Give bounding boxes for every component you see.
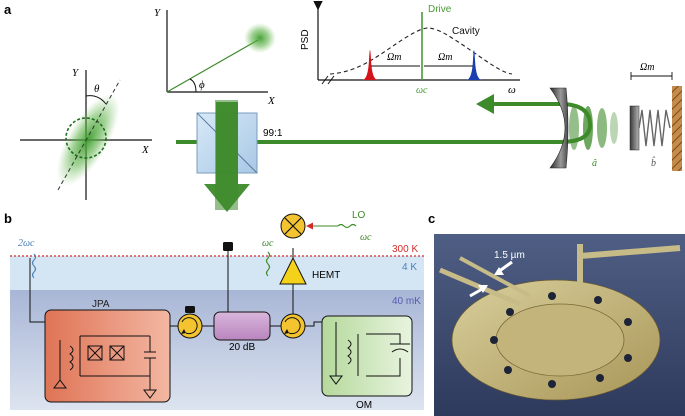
signal-wave: [265, 251, 271, 277]
cavity-lineshape: [329, 27, 513, 75]
drive-label: Drive: [428, 4, 452, 15]
omega-c-label: ωc: [416, 85, 428, 96]
mech-mode-label: b̂: [651, 156, 656, 169]
omega-label: ω: [508, 84, 516, 96]
stage-40mk-label: 40 mK: [392, 296, 421, 307]
device-micrograph: 1.5 µm: [434, 234, 685, 416]
attenuator-label: 20 dB: [229, 342, 255, 353]
lo-wave: [337, 223, 357, 229]
circulator-2: [280, 313, 306, 339]
stage-4k-band: [10, 256, 424, 290]
output-arrow: [204, 102, 250, 212]
lo-label: LO: [352, 210, 366, 221]
om-label: OM: [356, 400, 372, 411]
pump-label: 2ωc: [18, 238, 35, 249]
frame-x-label: X: [267, 95, 276, 107]
phi-arc: [189, 78, 197, 93]
om-inductor: [347, 339, 352, 365]
phase-vector: [166, 39, 259, 93]
hemt-amplifier: HEMT: [279, 256, 340, 285]
mixer: LO ωc: [280, 210, 372, 243]
cavity-field-lobe: [583, 106, 593, 150]
frame-y-label: Y: [154, 7, 162, 19]
fixed-wall: [672, 86, 682, 171]
feedline-port: [223, 242, 233, 251]
splitter-ratio-label: 99:1: [263, 128, 283, 139]
cavity-field-lobe: [569, 106, 579, 150]
om-block: OM: [321, 315, 413, 411]
scale-label: 1.5 µm: [494, 250, 525, 261]
axis-break: [321, 75, 335, 85]
panel-label-c: c: [428, 211, 435, 226]
cavity-mode-label: â: [592, 158, 597, 169]
coherent-state-blob: [244, 23, 276, 53]
cavity-field-lobe: [610, 112, 618, 144]
cavity-label: Cavity: [452, 26, 480, 37]
vacuum-state-circle: [65, 117, 107, 159]
omega-m-right-label: Ωm: [438, 52, 452, 63]
jpa-inductor: [69, 345, 74, 371]
terminator-1: [185, 306, 195, 313]
om-capacitor: [390, 343, 410, 353]
blue-sideband-peak: [466, 50, 482, 80]
pump-wave: [31, 253, 37, 279]
mech-freq-label: Ωm: [640, 62, 654, 73]
attenuator-block: 20 dB: [213, 311, 271, 353]
squeeze-axis-line: [57, 79, 121, 191]
phase-y-label: Y: [72, 67, 80, 79]
phase-space-plot: θ Y X: [20, 67, 152, 200]
signal-freq-label: ωc: [262, 238, 274, 249]
beam-arrowhead: [476, 94, 494, 114]
inner-plate: [495, 303, 625, 377]
stage-4k-label: 4 K: [402, 262, 417, 273]
stage-300k-label: 300 K: [392, 244, 418, 255]
panel-label-b: b: [4, 211, 12, 226]
phi-label: ϕ: [199, 79, 205, 91]
lead-wire: [579, 245, 681, 259]
panel-label-a: a: [4, 2, 12, 17]
squeezed-state-blob: [56, 93, 120, 187]
red-sideband-peak: [362, 50, 378, 80]
spectrum-plot: Drive Cavity PSD Ωm Ωm ωc ω: [300, 0, 520, 96]
theta-label: θ: [94, 83, 100, 95]
curved-mirror: [549, 87, 569, 169]
josephson-junction-2: [109, 345, 125, 361]
lo-freq-label: ωc: [360, 232, 372, 243]
josephson-junction-1: [87, 345, 103, 361]
rotated-frame-plot: ϕ Y X: [154, 7, 276, 107]
jpa-label: JPA: [92, 299, 110, 310]
lead-wire: [459, 256, 531, 298]
hemt-label: HEMT: [312, 270, 340, 281]
circulator-1: [177, 306, 203, 339]
psd-label: PSD: [300, 29, 311, 50]
optical-cavity: Ωm â b̂: [549, 62, 682, 171]
phase-x-label: X: [141, 144, 150, 156]
cavity-field-lobe: [597, 108, 607, 148]
beam-splitter: 99:1: [196, 100, 283, 212]
jpa-block: JPA: [44, 299, 171, 403]
moving-mirror: [629, 105, 640, 151]
omega-m-left-label: Ωm: [387, 52, 401, 63]
mechanical-spring: [638, 109, 671, 147]
theta-arc: [85, 95, 107, 105]
